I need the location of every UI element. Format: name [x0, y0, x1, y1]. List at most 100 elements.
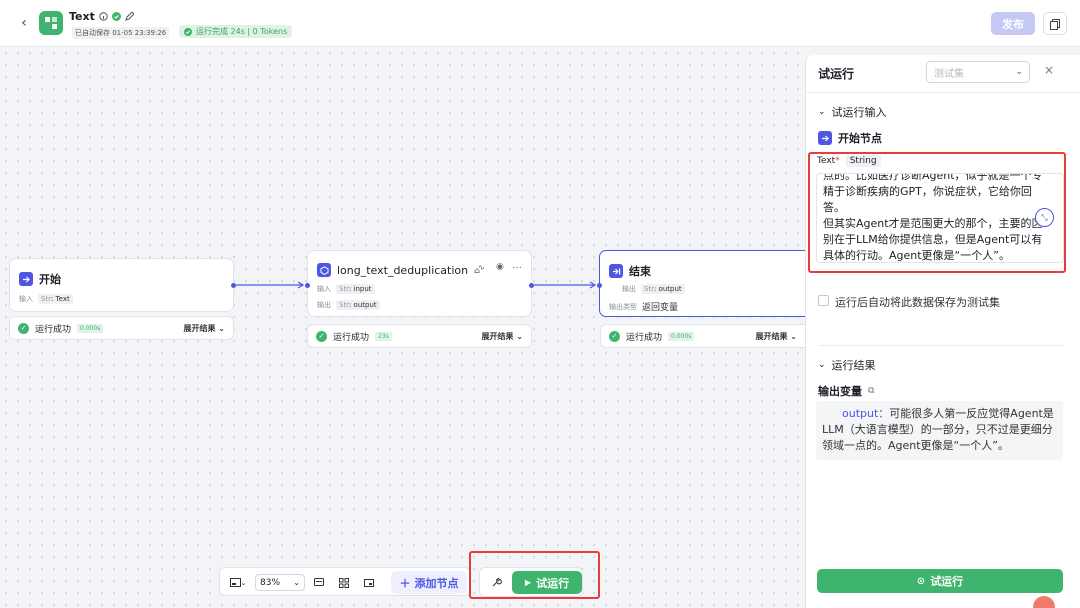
- output-label: 输出: [622, 285, 636, 293]
- input-tag: Str: input: [336, 284, 375, 294]
- field-type: String: [845, 155, 881, 167]
- output-type-label: 输出类型: [609, 302, 637, 311]
- target-icon[interactable]: ◉: [496, 262, 504, 272]
- output-var-label: 输出变量: [818, 385, 862, 398]
- type-label: Str: [41, 295, 51, 303]
- var-name: output: [658, 285, 682, 293]
- play-icon: ▶: [524, 578, 532, 587]
- status-time: 23s: [375, 331, 392, 341]
- status-time: 0.000s: [77, 323, 104, 333]
- output-type-value: 返回变量: [642, 303, 679, 313]
- start-node-icon: [19, 272, 33, 286]
- text-line: 但其实Agent才是范围更大的那个，主要的区: [823, 217, 1043, 230]
- end-node-in-port[interactable]: [597, 283, 602, 288]
- test-run-panel: 试运行 测试集⌄ × ⌄试运行输入 开始节点 Text* String 点的。比…: [805, 55, 1080, 608]
- expand-label: 展开结果: [183, 323, 216, 333]
- more-icon[interactable]: …: [512, 260, 522, 271]
- result-section-header[interactable]: ⌄运行结果: [818, 357, 876, 373]
- dedup-node-title: long_text_deduplication: [337, 263, 469, 277]
- mascot-avatar: [1033, 596, 1055, 608]
- minimap-icon[interactable]: ⌄: [226, 574, 250, 591]
- close-icon[interactable]: ×: [1044, 63, 1055, 77]
- output-result-box: output：可能很多人第一反应觉得Agent是LLM（大语言模型）的一部分，只…: [816, 401, 1063, 460]
- var-name: output: [353, 301, 377, 309]
- start-node-status: ✓ 运行成功 0.000s 展开结果 ⌄: [9, 316, 234, 340]
- testset-placeholder: 测试集: [934, 68, 964, 80]
- debug-wrench-icon[interactable]: [488, 574, 504, 591]
- status-text: 运行成功: [626, 332, 663, 343]
- end-output-type-row: 输出类型返回变量: [609, 300, 679, 314]
- start-node-input-row: 输入 Str: Text: [19, 294, 73, 304]
- status-time: 0.000s: [668, 331, 695, 341]
- dedup-node-out-port[interactable]: [529, 283, 534, 288]
- start-node-label: 开始节点: [838, 132, 882, 145]
- start-node-icon: [818, 131, 832, 145]
- highlight-box-input: [808, 152, 1066, 273]
- end-output-row: 输出 Str: output: [622, 284, 685, 294]
- fit-view-icon[interactable]: [361, 574, 377, 591]
- expand-results-button[interactable]: 展开结果 ⌄: [183, 323, 226, 333]
- end-node[interactable]: 结束 输出 Str: output 输出类型返回变量: [599, 250, 814, 317]
- edit-icon[interactable]: [125, 12, 134, 21]
- status-text: 运行成功: [35, 324, 72, 335]
- verified-icon: [111, 12, 121, 21]
- copy-icon[interactable]: [1043, 12, 1067, 35]
- panel-title: 试运行: [818, 67, 855, 81]
- text-line: 别在于LLM给你提供信息，但是Agent可以有: [823, 233, 1043, 246]
- info-icon[interactable]: [99, 12, 108, 21]
- workflow-canvas[interactable]: 开始 输入 Str: Text ✓ 运行成功 0.000s 展开结果 ⌄ long_te…: [0, 47, 814, 608]
- input-section-header[interactable]: ⌄试运行输入: [818, 104, 887, 120]
- save-testset-checkbox[interactable]: [818, 295, 829, 306]
- expand-label: 展开结果: [481, 331, 514, 341]
- layout-grid-icon[interactable]: [336, 574, 352, 591]
- text-line: 答。: [823, 201, 845, 214]
- input-tag: Str: Text: [38, 294, 73, 304]
- end-node-title: 结束: [629, 265, 651, 278]
- expand-results-button[interactable]: 展开结果 ⌄: [755, 331, 798, 341]
- app-title: Text: [69, 10, 134, 23]
- publish-button[interactable]: 发布: [991, 12, 1035, 35]
- node-connectors: [236, 281, 597, 289]
- test-run-button[interactable]: ▶ 试运行: [512, 571, 582, 594]
- success-icon: ✓: [18, 322, 29, 334]
- output-tag: Str: output: [336, 300, 380, 310]
- input-label: 输入: [19, 295, 33, 303]
- comment-icon[interactable]: [311, 574, 327, 591]
- output-var-header: 输出变量 ⧉: [818, 383, 874, 399]
- add-node-button[interactable]: ＋添加节点: [391, 571, 467, 594]
- text-line: 具体的行动。Agent更像是“一个人”。: [823, 249, 1010, 262]
- output-tag: Str: output: [641, 284, 685, 294]
- expand-results-button[interactable]: 展开结果 ⌄: [481, 331, 524, 341]
- start-node[interactable]: 开始 输入 Str: Text: [9, 258, 234, 312]
- zoom-select[interactable]: 83%⌄: [255, 574, 305, 591]
- dedup-node-in-port[interactable]: [305, 283, 310, 288]
- canvas-toolbar: ⌄ 83%⌄ ＋添加节点: [219, 567, 471, 596]
- expand-editor-icon[interactable]: ⤡: [1035, 208, 1054, 227]
- chevron-down-icon: ⌄: [1015, 67, 1023, 77]
- test-run-label: 试运行: [536, 576, 570, 590]
- status-text: 运行成功: [333, 332, 370, 343]
- top-bar: ‹ Text 已自动保存 01-05 23:39:26 运行完成 24s | 0…: [0, 0, 1080, 47]
- var-name: input: [353, 285, 372, 293]
- text-input-field[interactable]: 点的。比如医疗诊断Agent，似乎就是一个专 精于诊断疾病的GPT，你说症状，它…: [816, 173, 1064, 263]
- testset-select[interactable]: 测试集 ⌄: [926, 61, 1030, 83]
- output-key: output: [842, 407, 879, 420]
- panel-run-button[interactable]: ⊙试运行: [817, 569, 1063, 593]
- start-node-port[interactable]: [231, 283, 236, 288]
- plugin-icon: [317, 263, 331, 277]
- back-arrow-icon[interactable]: ‹: [21, 15, 27, 31]
- link-icon[interactable]: ∿: [478, 263, 485, 272]
- result-section-label: 运行结果: [831, 359, 876, 372]
- copy-icon[interactable]: ⧉: [868, 386, 875, 396]
- start-node-title: 开始: [39, 273, 61, 286]
- autosave-label: 已自动保存 01-05 23:39:26: [72, 27, 170, 39]
- highlight-box-run: [469, 551, 600, 599]
- input-section-label: 试运行输入: [831, 106, 887, 119]
- panel-run-label: 试运行: [930, 575, 964, 588]
- run-status-text: 运行完成 24s | 0 Tokens: [196, 27, 288, 36]
- run-status-badge: 运行完成 24s | 0 Tokens: [179, 25, 293, 38]
